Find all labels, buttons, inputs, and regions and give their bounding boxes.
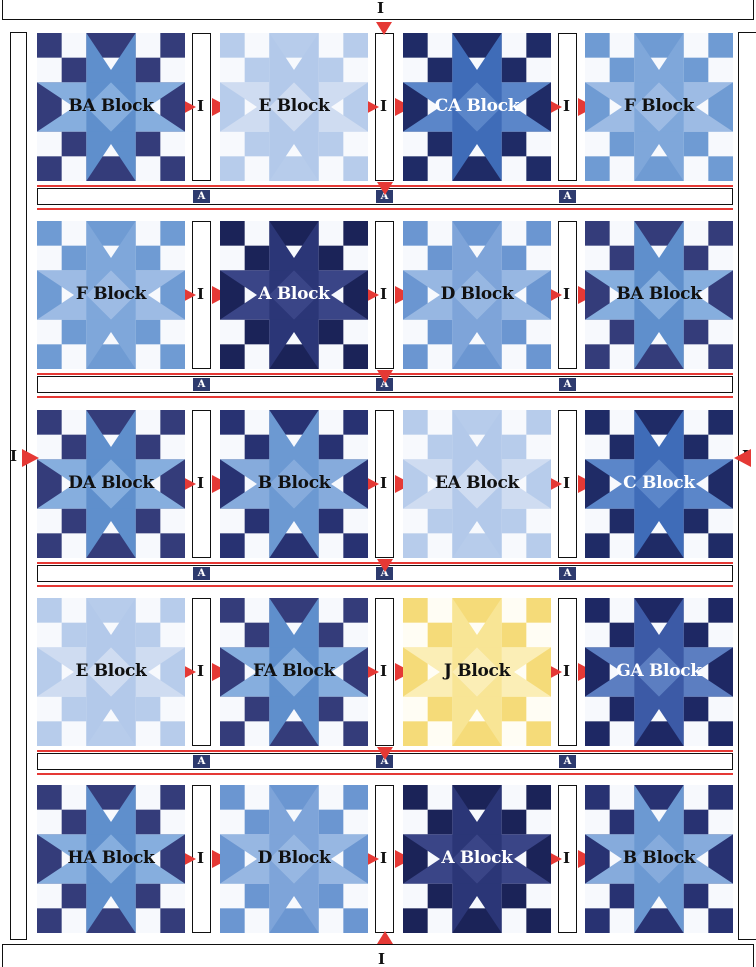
quilt-block: E Block — [220, 33, 368, 181]
quilt-block: J Block — [403, 598, 551, 746]
block-label: BA Block — [37, 95, 185, 117]
sash-label: I — [197, 476, 204, 491]
right-border-strip — [738, 32, 756, 940]
block-label: GA Block — [585, 660, 733, 682]
sash-label: I — [380, 99, 387, 114]
quilt-block: A Block — [403, 785, 551, 933]
bottom-border-arrow — [377, 931, 393, 944]
quilt-block: F Block — [585, 33, 733, 181]
top-border-label: I — [377, 1, 384, 16]
red-guide-line — [37, 773, 733, 775]
block-label: BA Block — [585, 283, 733, 305]
cornerstone-badge: A — [559, 378, 576, 391]
quilt-block: BA Block — [37, 33, 185, 181]
placement-arrow — [377, 747, 393, 760]
block-label: A Block — [220, 283, 368, 305]
block-label: F Block — [37, 283, 185, 305]
block-label: E Block — [220, 95, 368, 117]
left-border-strip — [10, 32, 27, 940]
sash-label: I — [197, 99, 204, 114]
red-guide-line — [37, 585, 733, 587]
quilt-block: F Block — [37, 221, 185, 369]
sash-label: I — [563, 476, 570, 491]
quilt-block: CA Block — [403, 33, 551, 181]
placement-arrow — [377, 559, 393, 572]
quilt-block: HA Block — [37, 785, 185, 933]
block-label: B Block — [585, 847, 733, 869]
block-label: B Block — [220, 472, 368, 494]
sash-label: I — [197, 851, 204, 866]
sash-label: I — [563, 287, 570, 302]
quilt-block: EA Block — [403, 410, 551, 558]
quilt-block: DA Block — [37, 410, 185, 558]
block-label: CA Block — [403, 95, 551, 117]
sash-label: I — [380, 664, 387, 679]
quilt-block: FA Block — [220, 598, 368, 746]
cornerstone-badge: A — [193, 755, 210, 768]
bottom-border-label: I — [378, 952, 385, 967]
top-border-arrow — [376, 22, 392, 35]
cornerstone-badge: A — [193, 190, 210, 203]
block-label: D Block — [220, 847, 368, 869]
block-label: J Block — [403, 660, 551, 682]
quilt-block: A Block — [220, 221, 368, 369]
cornerstone-badge: A — [193, 378, 210, 391]
cornerstone-badge: A — [559, 755, 576, 768]
sash-label: I — [197, 287, 204, 302]
cornerstone-badge: A — [193, 567, 210, 580]
block-label: HA Block — [37, 847, 185, 869]
sash-label: I — [380, 851, 387, 866]
quilt-block: C Block — [585, 410, 733, 558]
sash-label: I — [197, 664, 204, 679]
block-label: DA Block — [37, 472, 185, 494]
left-border-label: I — [10, 449, 17, 464]
block-label: F Block — [585, 95, 733, 117]
sash-label: I — [563, 99, 570, 114]
block-label: D Block — [403, 283, 551, 305]
block-label: C Block — [585, 472, 733, 494]
block-label: E Block — [37, 660, 185, 682]
block-label: EA Block — [403, 472, 551, 494]
placement-arrow — [377, 370, 393, 383]
red-guide-line — [37, 208, 733, 210]
quilt-block: GA Block — [585, 598, 733, 746]
cornerstone-badge: A — [559, 567, 576, 580]
red-guide-line — [37, 396, 733, 398]
sash-label: I — [563, 851, 570, 866]
quilt-block: B Block — [585, 785, 733, 933]
quilt-block: E Block — [37, 598, 185, 746]
left-border-arrow — [22, 449, 39, 467]
sash-label: I — [563, 664, 570, 679]
block-label: A Block — [403, 847, 551, 869]
quilt-block: D Block — [403, 221, 551, 369]
sash-label: I — [380, 476, 387, 491]
quilt-block: B Block — [220, 410, 368, 558]
quilt-block: D Block — [220, 785, 368, 933]
cornerstone-badge: A — [559, 190, 576, 203]
quilt-block: BA Block — [585, 221, 733, 369]
right-border-arrow — [734, 449, 751, 467]
placement-arrow — [377, 182, 393, 195]
sash-label: I — [380, 287, 387, 302]
block-label: FA Block — [220, 660, 368, 682]
